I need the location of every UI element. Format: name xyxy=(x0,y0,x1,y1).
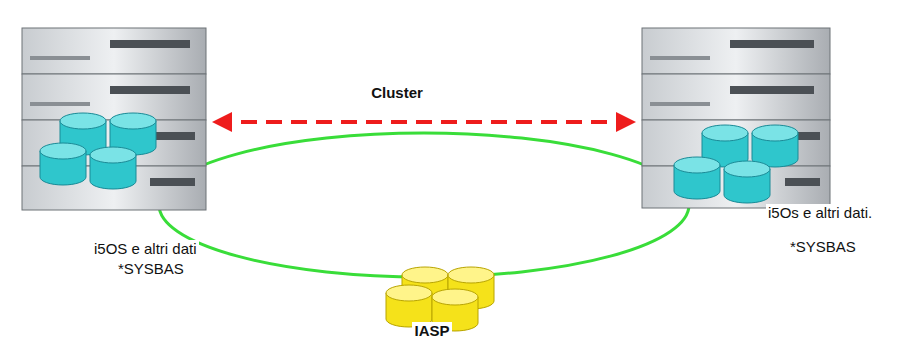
right-server-rack xyxy=(642,28,830,208)
storage-ring xyxy=(159,133,689,277)
server-label: i5OS e altri dati xyxy=(92,240,199,258)
edge-label: Cluster xyxy=(368,84,426,102)
server-label: i5Os e altri dati. xyxy=(766,204,874,222)
storage-label: *SYSBAS xyxy=(116,260,186,278)
left-server-rack xyxy=(22,28,206,210)
storage-label: *SYSBAS xyxy=(788,238,858,256)
disk-pool-label: IASP xyxy=(412,322,451,340)
iasp-node: IASP xyxy=(376,262,488,342)
server-node: i5OS e altri dati*SYSBAS xyxy=(20,26,212,256)
cluster-link xyxy=(216,120,632,124)
system-disks xyxy=(40,113,798,203)
server-node: i5Os e altri dati. *SYSBAS xyxy=(636,26,894,258)
